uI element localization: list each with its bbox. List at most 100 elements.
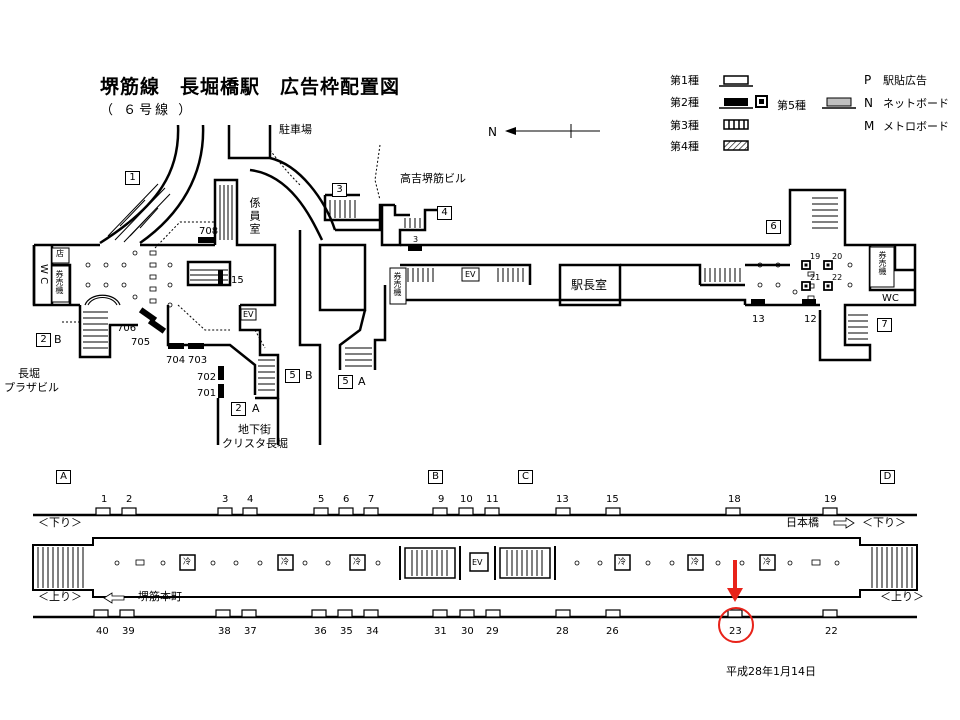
platform-ad-frame bbox=[727, 609, 743, 618]
section-d: D bbox=[880, 470, 895, 484]
ticket-machine-right: 券売機 bbox=[878, 251, 887, 275]
ad-708: 708 bbox=[199, 226, 219, 237]
top-ad-number: 19 bbox=[824, 494, 837, 505]
platform-ad-frame bbox=[432, 609, 448, 618]
platform-ad-frame bbox=[725, 507, 741, 516]
exit-5a: 5 bbox=[338, 375, 353, 389]
bottom-ad-number: 29 bbox=[486, 626, 499, 637]
platform-ev-label: EV bbox=[472, 558, 483, 567]
ice-mark-1: 冷 bbox=[183, 557, 191, 566]
ad-21: 21 bbox=[810, 273, 821, 282]
exit-7: 7 bbox=[877, 318, 892, 332]
plaza-label-2: プラザビル bbox=[4, 381, 59, 394]
platform-ad-frame bbox=[822, 507, 838, 516]
top-ad-number: 1 bbox=[101, 494, 108, 505]
platform-ad-frame bbox=[484, 507, 500, 516]
ticket-machine-center: 券売機 bbox=[393, 272, 402, 296]
ad-702: 702 bbox=[197, 372, 217, 383]
platform-ad-frame bbox=[605, 507, 621, 516]
top-ad-number: 7 bbox=[368, 494, 375, 505]
ev-label-1: EV bbox=[243, 310, 254, 319]
section-b: B bbox=[428, 470, 443, 484]
exit-1: 1 bbox=[125, 171, 140, 185]
platform-ad-frame bbox=[217, 507, 233, 516]
exit-5a-suffix: A bbox=[358, 375, 366, 388]
nihonbashi-label: 日本橋 bbox=[786, 516, 819, 529]
ad-703: 703 bbox=[188, 355, 208, 366]
exit-4: 4 bbox=[437, 206, 452, 220]
underground-label-1: 地下街 bbox=[238, 423, 271, 436]
up-label-left: ＜上り＞ bbox=[38, 590, 82, 603]
bottom-ad-number: 26 bbox=[606, 626, 619, 637]
ice-mark-3: 冷 bbox=[353, 557, 361, 566]
exit-2a: 2 bbox=[231, 402, 246, 416]
platform-ad-frame bbox=[459, 609, 475, 618]
ad-704: 704 bbox=[166, 355, 186, 366]
bottom-ad-number: 30 bbox=[461, 626, 474, 637]
platform-ad-frame bbox=[215, 609, 231, 618]
ice-mark-2: 冷 bbox=[281, 557, 289, 566]
platform-ad-frame bbox=[119, 609, 135, 618]
platform-ad-frame bbox=[241, 609, 257, 618]
section-c: C bbox=[518, 470, 533, 484]
date-label: 平成28年1月14日 bbox=[726, 665, 816, 678]
legend-type1: 第1種 bbox=[670, 74, 699, 87]
down-label-right: ＜下り＞ bbox=[862, 516, 906, 529]
legend-type5: 第5種 bbox=[777, 99, 806, 112]
platform-ad-frame bbox=[458, 507, 474, 516]
top-ad-number: 18 bbox=[728, 494, 741, 505]
bottom-ad-number: 36 bbox=[314, 626, 327, 637]
sakaisuji-label: 堺筋本町 bbox=[138, 590, 182, 603]
ad-705: 705 bbox=[131, 337, 151, 348]
top-ad-number: 11 bbox=[486, 494, 499, 505]
platform-ad-frame bbox=[822, 609, 838, 618]
line-subtitle: （ ６号線 ） bbox=[100, 103, 195, 118]
ice-mark-4: 冷 bbox=[618, 557, 626, 566]
platform-ad-frame bbox=[605, 609, 621, 618]
bottom-ad-number: 40 bbox=[96, 626, 109, 637]
ice-mark-6: 冷 bbox=[763, 557, 771, 566]
ticket-machine-left: 券売機 bbox=[55, 270, 64, 294]
page-title: 堺筋線 長堀橋駅 広告枠配置図 bbox=[100, 76, 401, 98]
top-ad-number: 10 bbox=[460, 494, 473, 505]
exit-5b: 5 bbox=[285, 369, 300, 383]
bottom-ad-number: 31 bbox=[434, 626, 447, 637]
exit-3: 3 bbox=[332, 183, 347, 197]
ad-15: 15 bbox=[231, 275, 244, 286]
platform-ad-frame bbox=[338, 507, 354, 516]
bottom-ad-number: 22 bbox=[825, 626, 838, 637]
staff-room-label: 係員室 bbox=[248, 197, 261, 236]
platform-ad-frame bbox=[432, 507, 448, 516]
down-label-left: ＜下り＞ bbox=[38, 516, 82, 529]
bottom-ad-number: 37 bbox=[244, 626, 257, 637]
ice-mark-5: 冷 bbox=[691, 557, 699, 566]
legend-type2: 第2種 bbox=[670, 96, 699, 109]
legend-p-key: P bbox=[864, 73, 872, 87]
legend-n-label: ネットボード bbox=[883, 97, 949, 110]
legend-type4: 第4種 bbox=[670, 140, 699, 153]
ad-19: 19 bbox=[810, 252, 821, 261]
bottom-ad-number: 35 bbox=[340, 626, 353, 637]
top-ad-number: 5 bbox=[318, 494, 325, 505]
wc-label-right: WC bbox=[882, 293, 899, 304]
section-a: A bbox=[56, 470, 71, 484]
top-ad-number: 2 bbox=[126, 494, 133, 505]
platform-ad-frame bbox=[363, 507, 379, 516]
exit-5b-suffix: B bbox=[305, 369, 313, 382]
bottom-ad-number: 28 bbox=[556, 626, 569, 637]
bottom-ad-number: 34 bbox=[366, 626, 379, 637]
platform-ad-frame bbox=[485, 609, 501, 618]
exit-2-suffix: B bbox=[54, 333, 62, 346]
ad-22: 22 bbox=[832, 273, 843, 282]
legend-m-label: メトロボード bbox=[883, 120, 949, 133]
platform-ad-frame bbox=[555, 507, 571, 516]
platform-ad-frame bbox=[93, 609, 109, 618]
bottom-ad-number: 38 bbox=[218, 626, 231, 637]
legend-type3: 第3種 bbox=[670, 119, 699, 132]
top-ad-number: 4 bbox=[247, 494, 254, 505]
ad-706: 706 bbox=[117, 323, 137, 334]
bottom-ad-number-highlight: 23 bbox=[729, 626, 742, 637]
parking-label: 駐車場 bbox=[279, 123, 312, 136]
platform-ad-frame bbox=[337, 609, 353, 618]
ad-13: 13 bbox=[752, 314, 765, 325]
